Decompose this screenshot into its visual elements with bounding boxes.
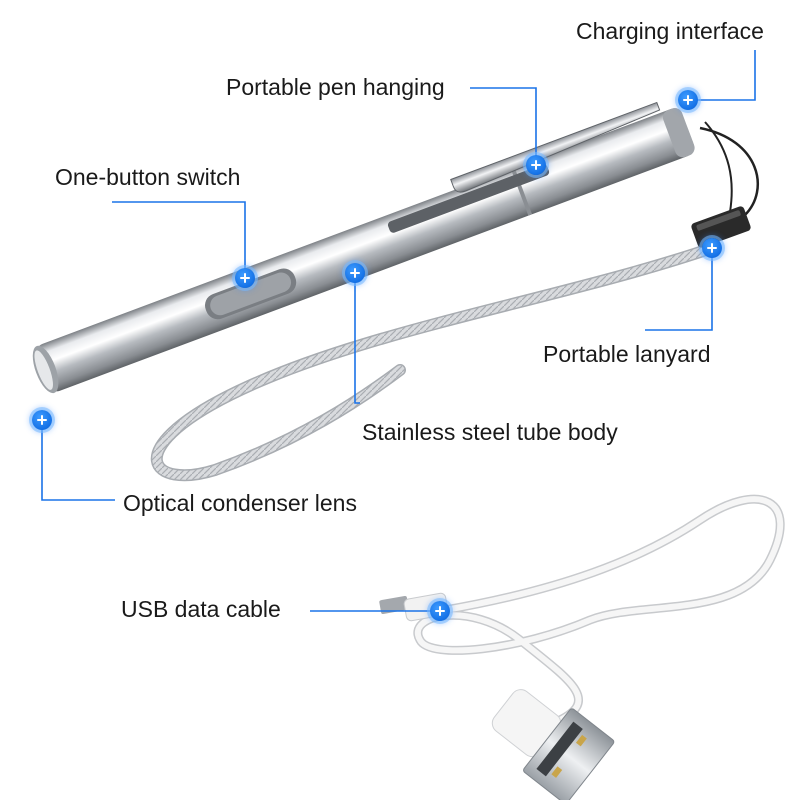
label-one-button-switch: One-button switch xyxy=(55,164,241,190)
leader-lines xyxy=(41,50,756,612)
label-pen-hanging: Portable pen hanging xyxy=(226,74,445,100)
plus-icon-body[interactable] xyxy=(345,263,365,283)
leader-lanyard xyxy=(645,248,713,331)
usb-cable xyxy=(379,494,785,800)
leader-charging xyxy=(688,50,756,101)
plus-icon-charging[interactable] xyxy=(678,90,698,110)
label-charging-interface: Charging interface xyxy=(576,18,764,44)
leader-body xyxy=(354,273,360,404)
label-optical-lens: Optical condenser lens xyxy=(123,490,357,516)
plus-icon-lanyard[interactable] xyxy=(702,238,722,258)
plus-icon-usb[interactable] xyxy=(430,601,450,621)
leader-pen-hanging xyxy=(470,87,537,165)
pen-clip xyxy=(450,101,661,193)
pen-body xyxy=(32,108,695,394)
leader-switch xyxy=(112,201,246,278)
label-portable-lanyard: Portable lanyard xyxy=(543,341,711,367)
label-stainless-body: Stainless steel tube body xyxy=(362,419,618,445)
plus-icon-switch[interactable] xyxy=(235,268,255,288)
label-usb-cable: USB data cable xyxy=(121,596,281,622)
leader-lens xyxy=(41,420,115,501)
lanyard xyxy=(150,121,759,482)
plus-icon-pen-hanging[interactable] xyxy=(526,155,546,175)
plus-icon-lens[interactable] xyxy=(32,410,52,430)
